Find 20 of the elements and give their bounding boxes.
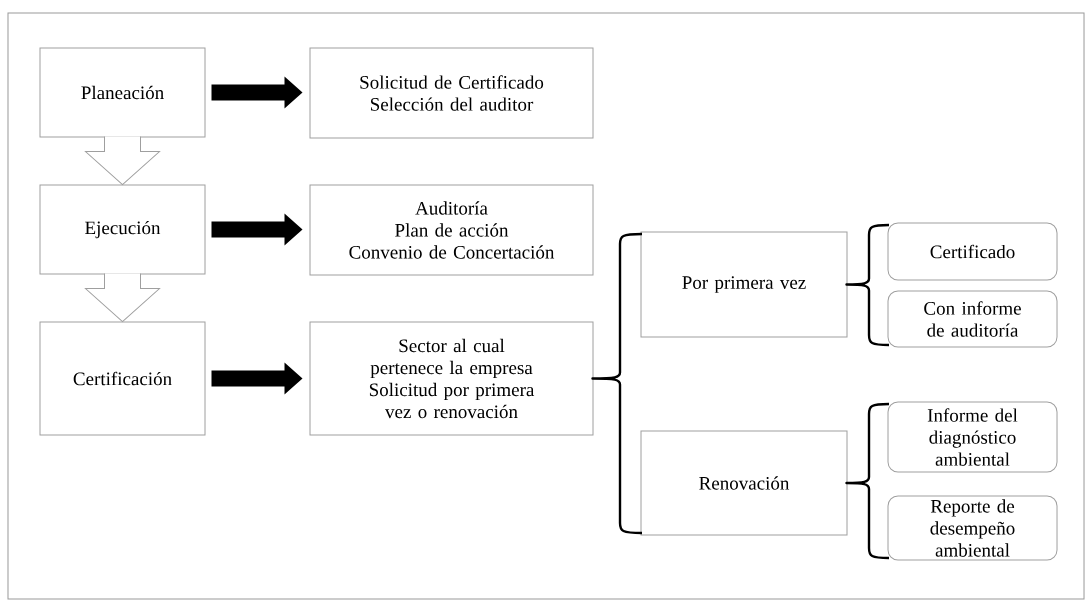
process-box: Auditoría Plan de acción Convenio de Concertación (309, 184, 594, 276)
process-box: Sector al cual pertenece la empresa Solicitud por primera vez o renovación (309, 321, 594, 436)
process-box: Por primera vez (640, 231, 848, 338)
curly-bracket (845, 223, 890, 347)
rounded-box: Informe del diagnóstico ambiental (887, 401, 1058, 473)
rounded-box: Certificado (887, 222, 1058, 281)
process-box: Planeación (39, 47, 206, 138)
rounded-box: Con informe de auditoría (887, 290, 1058, 348)
block-arrow (211, 362, 303, 395)
process-box: Renovación (640, 430, 848, 536)
curly-bracket (845, 402, 890, 560)
process-box: Ejecución (39, 184, 206, 275)
hollow-arrow (85, 273, 160, 322)
block-arrow (211, 76, 303, 109)
block-arrow (211, 213, 303, 246)
process-box: Certificación (39, 321, 206, 436)
rounded-box: Reporte de desempeño ambiental (887, 495, 1058, 561)
curly-bracket (591, 232, 643, 535)
process-box: Solicitud de Certificado Selección del auditor (309, 47, 594, 139)
hollow-arrow (85, 136, 160, 185)
